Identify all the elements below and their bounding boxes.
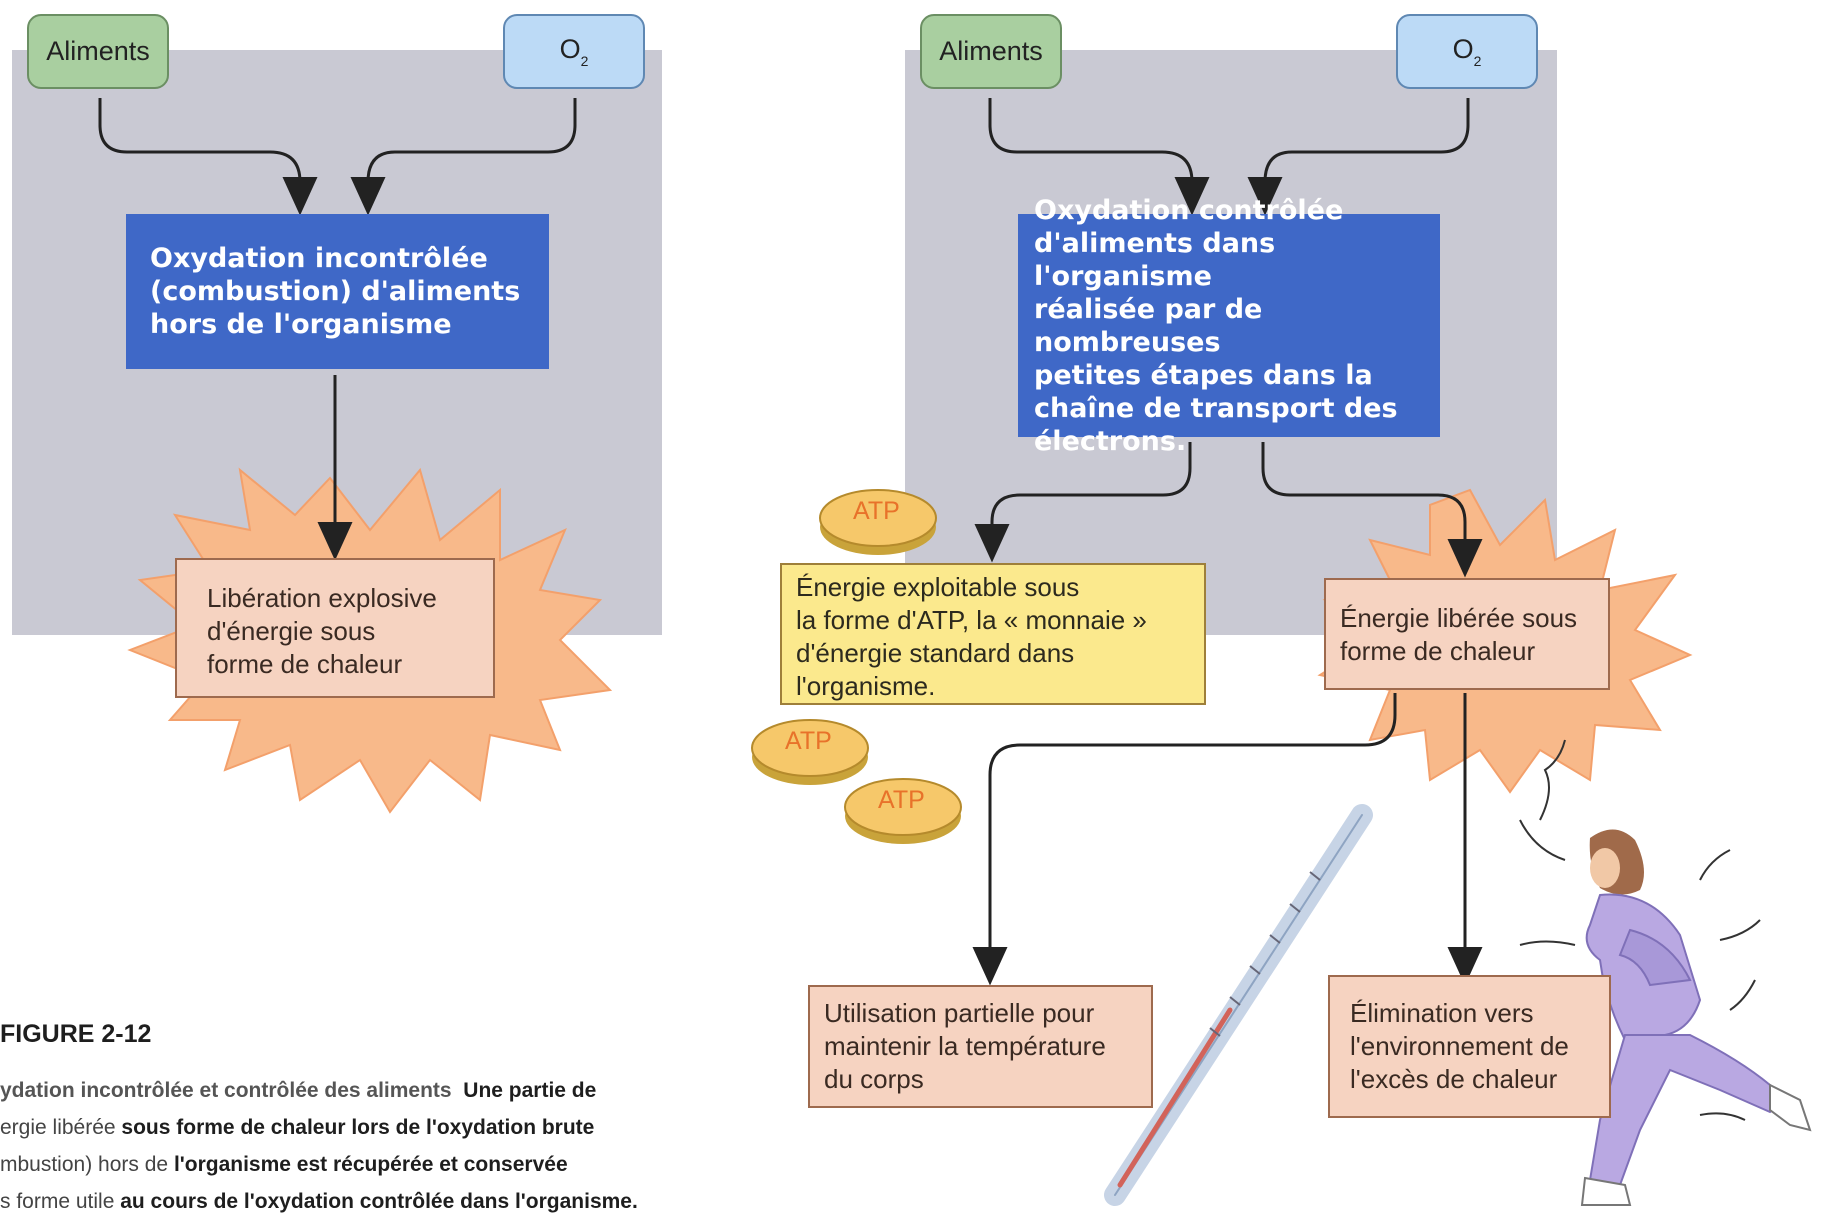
process-line: d'aliments dans l'organisme (1034, 227, 1276, 292)
caption-line-1: ydation incontrôlée et contrôlée des ali… (0, 1079, 597, 1102)
thermometer-illustration (1104, 804, 1373, 1206)
process-line: Oxydation incontrôlée (150, 243, 488, 274)
atp-coin-2 (751, 719, 869, 785)
arrow-food-left (98, 98, 318, 216)
atp-coin-label-2: ATP (785, 727, 832, 755)
temperature-line: maintenir la température (824, 1031, 1106, 1061)
atp-coin-3 (844, 778, 962, 844)
atp-line: l'organisme. (796, 671, 936, 701)
controlled-oxidation-box: Oxydation contrôlée d'aliments dans l'or… (1018, 195, 1440, 457)
runner-illustration (1519, 739, 1812, 1206)
temperature-line: du corps (824, 1064, 924, 1094)
body-temperature-box: Utilisation partielle pour maintenir la … (808, 985, 1153, 1108)
uncontrolled-oxidation-box: Oxydation incontrôlée (combustion) d'ali… (126, 214, 549, 369)
atp-line: Énergie exploitable sous (796, 572, 1080, 602)
process-line: réalisée par de nombreuses (1034, 293, 1263, 358)
oxygen-input-left: O2 (503, 14, 645, 89)
process-line: chaîne de transport des (1034, 392, 1398, 424)
atp-coin-1 (819, 489, 937, 555)
arrow-to-atp (974, 442, 1192, 563)
food-input-left: Aliments (27, 14, 169, 89)
figure-title: FIGURE 2-12 (0, 1020, 152, 1048)
atp-energy-box: Énergie exploitable sous la forme d'ATP,… (780, 563, 1206, 705)
oxygen-label-left: O2 (559, 34, 589, 69)
process-line: électrons. (1034, 425, 1187, 457)
process-line: Oxydation contrôlée (1034, 194, 1344, 226)
arrow-to-heat (1261, 442, 1483, 578)
process-line: hors de l'organisme (150, 309, 452, 340)
arrow-food-right (988, 98, 1210, 216)
atp-line: d'énergie standard dans (796, 638, 1075, 668)
heat-elimination-box: Élimination vers l'environnement de l'ex… (1328, 975, 1611, 1118)
arrow-oxygen-right (1247, 98, 1470, 216)
oxygen-input-right: O2 (1396, 14, 1538, 89)
heat-line: Énergie libérée sous (1340, 603, 1578, 633)
elimination-line: Élimination vers (1350, 998, 1534, 1028)
elimination-line: l'environnement de (1350, 1031, 1569, 1061)
atp-coin-label-3: ATP (878, 786, 925, 814)
oxygen-label-right: O2 (1452, 34, 1482, 69)
caption-line-3: mbustion) hors de l'organisme est récupé… (0, 1153, 568, 1176)
process-line: (combustion) d'aliments (150, 276, 521, 307)
atp-line: la forme d'ATP, la « monnaie » (796, 605, 1147, 635)
elimination-line: l'excès de chaleur (1350, 1064, 1558, 1094)
explosive-release-box: Libération explosive d'énergie sous form… (175, 558, 495, 698)
figure-caption: ydation incontrôlée et contrôlée des ali… (0, 1072, 790, 1220)
atp-coin-label-1: ATP (853, 497, 900, 525)
food-input-right: Aliments (920, 14, 1062, 89)
result-line: d'énergie sous (207, 616, 376, 646)
caption-line-2: ergie libérée sous forme de chaleur lors… (0, 1116, 595, 1139)
temperature-line: Utilisation partielle pour (824, 998, 1095, 1028)
result-line: forme de chaleur (207, 649, 403, 679)
heat-line: forme de chaleur (1340, 636, 1536, 666)
arrow-to-temperature (972, 693, 1397, 986)
heat-energy-box: Énergie libérée sous forme de chaleur (1324, 578, 1610, 690)
caption-line-4: s forme utile au cours de l'oxydation co… (0, 1190, 638, 1213)
arrow-oxygen-left (350, 98, 577, 216)
result-line: Libération explosive (207, 583, 437, 613)
process-line: petites étapes dans la (1034, 359, 1373, 391)
